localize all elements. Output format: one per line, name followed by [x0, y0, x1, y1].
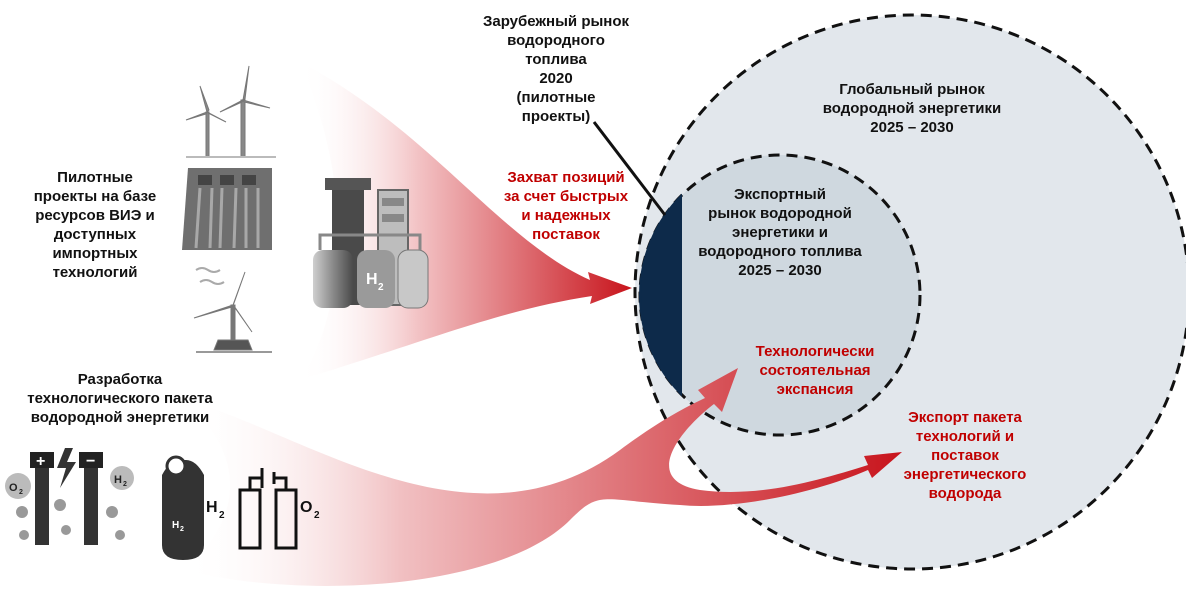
svg-text:2: 2: [19, 489, 23, 496]
plant-h2-label: H: [366, 271, 378, 288]
svg-text:H: H: [172, 520, 179, 531]
svg-text:H: H: [206, 499, 218, 516]
export-market-label: Экспортный рынок водородной энергетики и…: [698, 186, 862, 279]
svg-text:O: O: [9, 482, 18, 494]
svg-text:−: −: [86, 453, 95, 470]
svg-text:2: 2: [314, 510, 320, 521]
svg-text:2: 2: [219, 510, 225, 521]
hydro-dam-icon: [182, 168, 272, 250]
capture-positions-label: Захват позиций за счет быстрых и надежны…: [503, 169, 629, 243]
hydrogen-plant-icon: H 2: [313, 178, 429, 309]
svg-text:2: 2: [180, 526, 184, 533]
foreign-market-segment: [639, 193, 682, 397]
pilot-projects-label: Пилотные проекты на базе ресурсов ВИЭ и …: [33, 169, 157, 281]
tech-expansion-label: Технологически состоятельная экспансия: [755, 343, 875, 398]
tech-package-label: Разработка технологического пакета водор…: [27, 371, 213, 426]
foreign-market-label: Зарубежный рынок водородного топлива 202…: [482, 13, 630, 125]
global-market-label: Глобальный рынок водородной энергетики 2…: [822, 81, 1002, 136]
electrolyser-icon: + − O 2 H 2: [5, 448, 134, 545]
svg-text:H: H: [114, 474, 122, 486]
offshore-wind-icon: [193, 267, 272, 353]
svg-text:O: O: [300, 499, 312, 516]
svg-text:2: 2: [123, 481, 127, 488]
wind-turbine-icon: [185, 65, 276, 158]
hydrogen-tank-icon: H 2: [162, 455, 204, 560]
foreign-market-pointer: [592, 121, 667, 216]
expansion-arrow: [185, 368, 902, 586]
svg-text:+: +: [36, 453, 45, 470]
svg-text:2: 2: [378, 282, 384, 293]
electrolysis-cell-icon: H 2 O 2: [206, 468, 320, 550]
export-package-label: Экспорт пакета технологий и поставок эне…: [903, 409, 1027, 502]
